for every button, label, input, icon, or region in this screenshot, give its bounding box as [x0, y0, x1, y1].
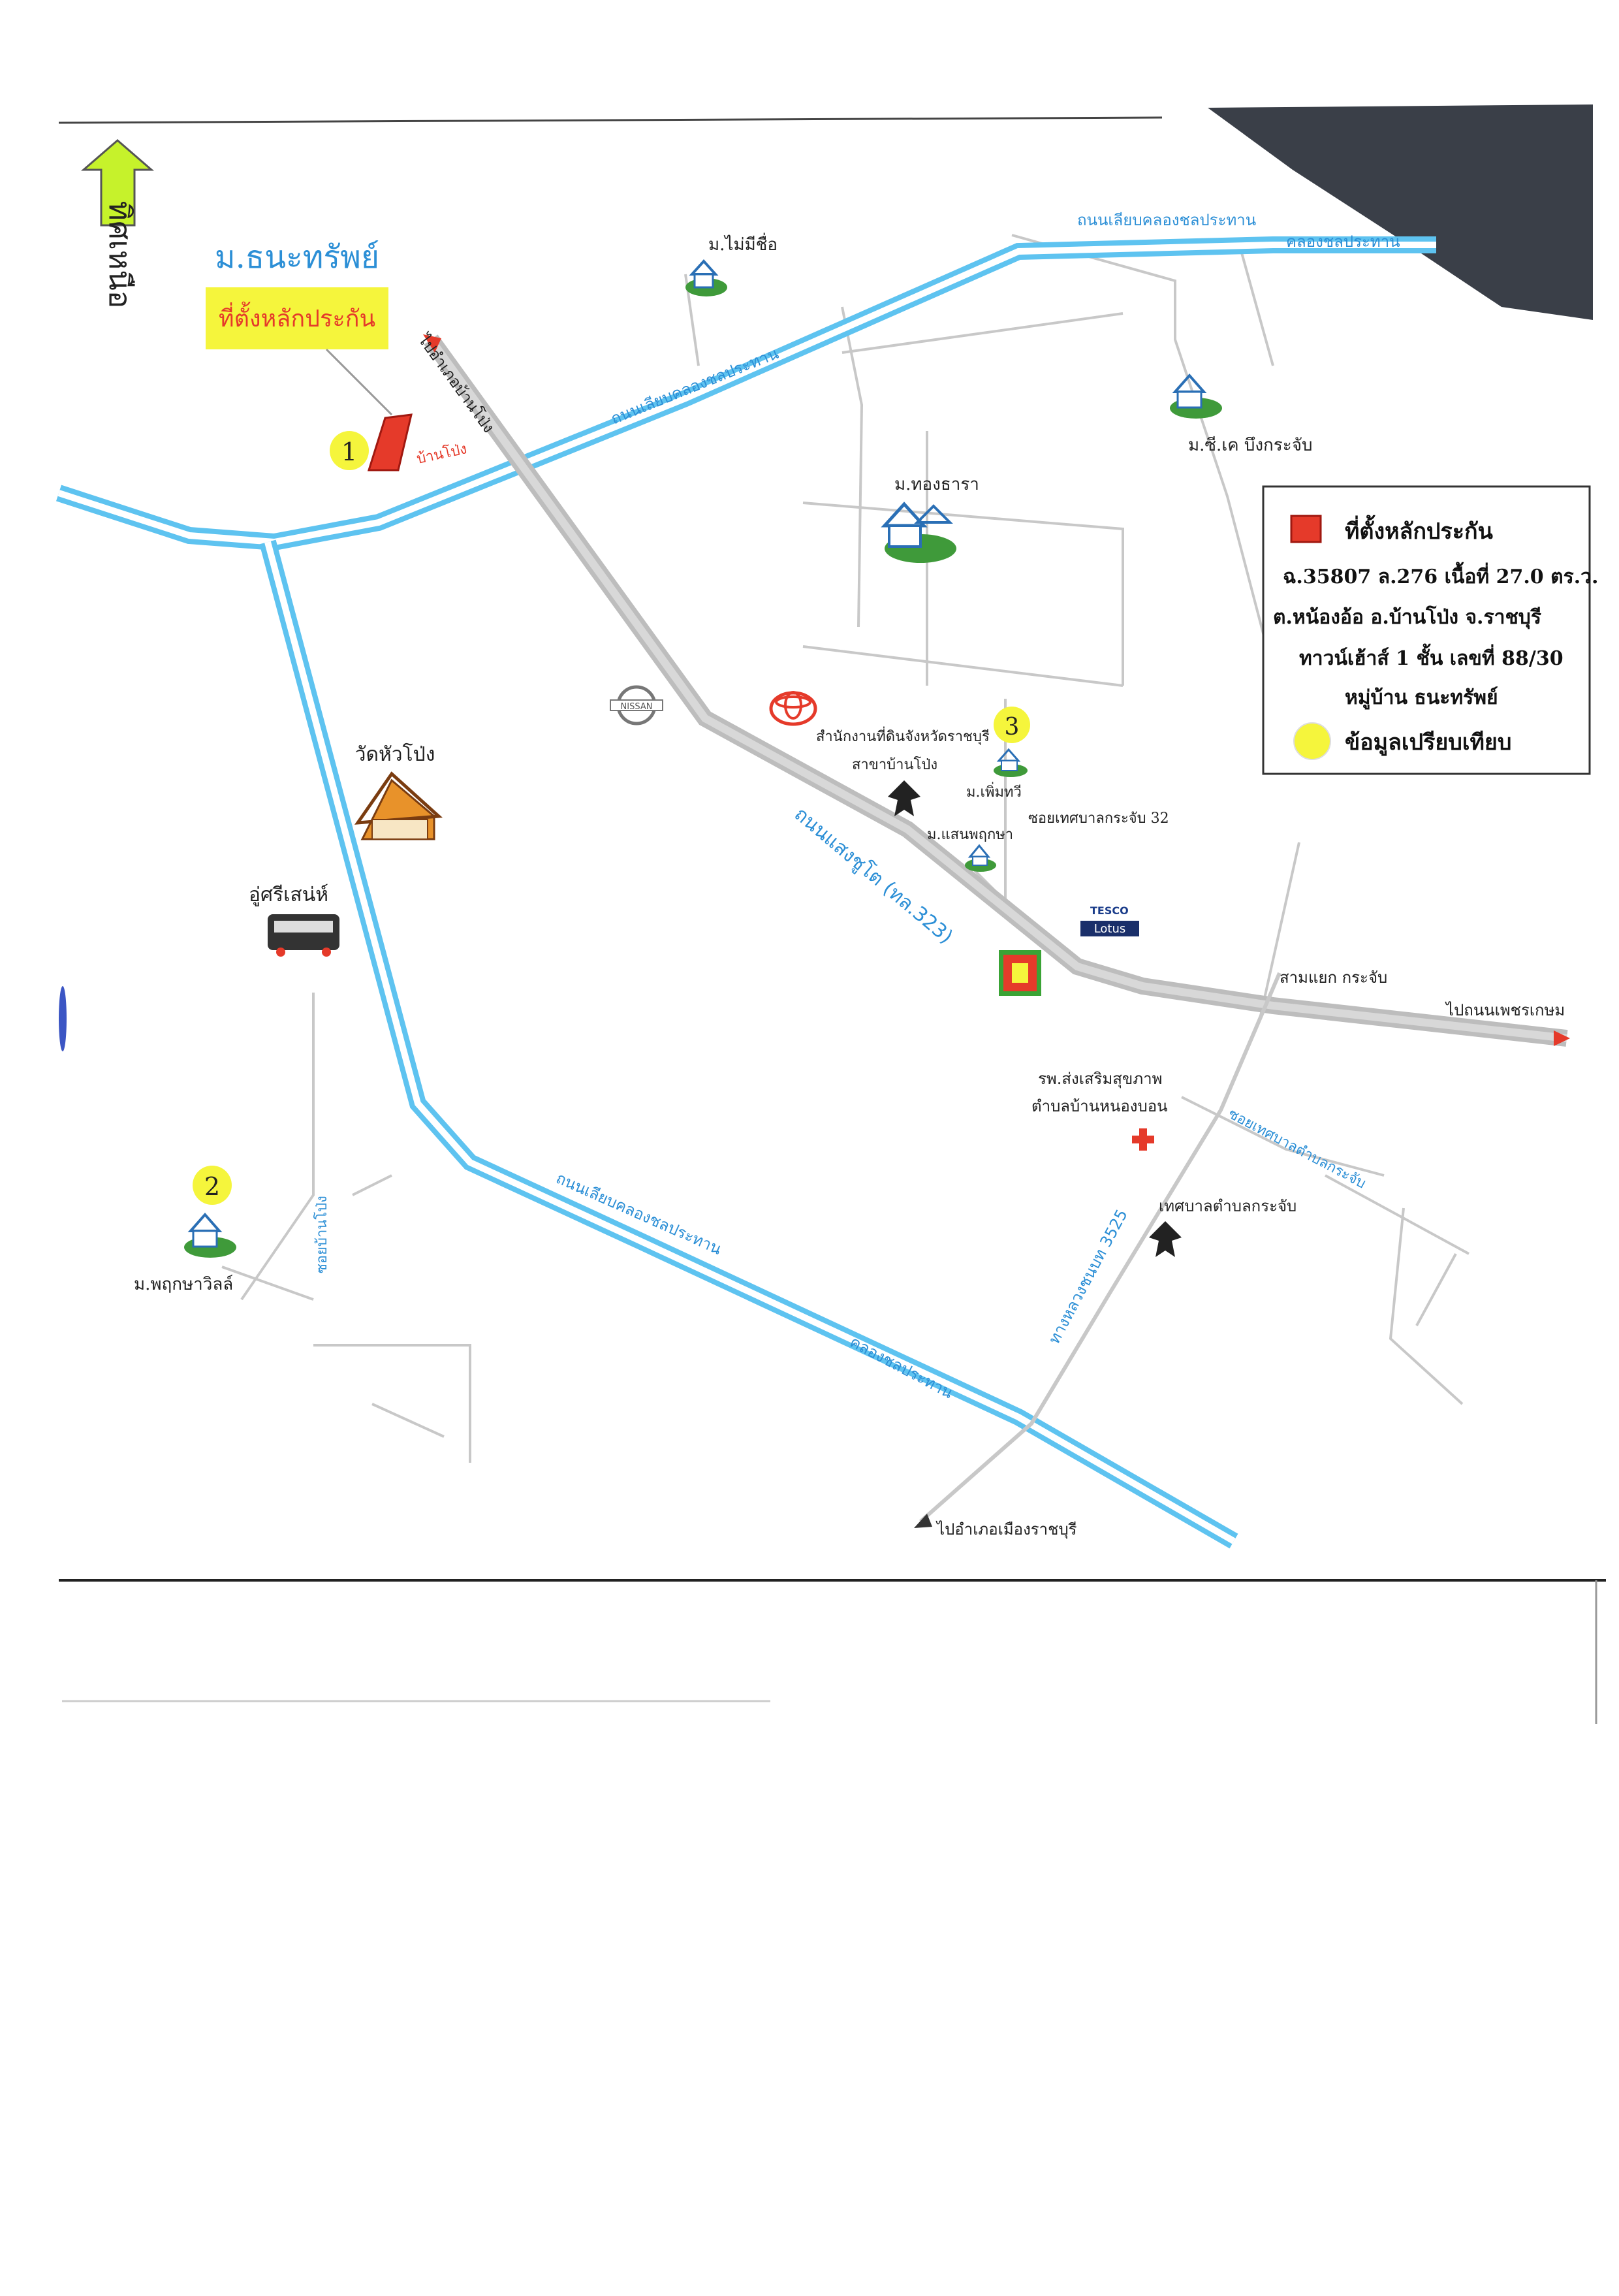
tesco-lotus-logo: TESCO Lotus: [1080, 904, 1139, 936]
village-icon-phoem-thawee: [994, 748, 1028, 777]
place-municipality: เทศบาลตำบลกระจับ: [1159, 1197, 1297, 1215]
road-label-right-diag: ซอยเทศบาลตำบลกระจับ: [1225, 1106, 1368, 1192]
road-label-canal-top-right: คลองชลประทาน: [1286, 232, 1400, 251]
road-label-left-vertical: ซอยบ้านโป่ง: [313, 1196, 330, 1273]
legend-line-4: หมู่บ้าน ธนะทรัพย์: [1345, 686, 1498, 710]
garuda-icon-land-office: [888, 780, 920, 816]
canals: [55, 236, 1436, 1549]
village-icon-phrukkha-villa: [184, 1212, 236, 1258]
village-icon-thong-thara: [881, 502, 956, 563]
callout-leader-line: [325, 348, 393, 416]
temple-icon: [354, 771, 443, 840]
direction-label-ban-pong: ไปอำเภอบ้านโป่ง: [414, 330, 498, 436]
village-title: ม.ธนะทรัพย์: [215, 239, 379, 276]
place-wat: วัดหัวโป่ง: [355, 742, 435, 766]
place-hospital-2: ตำบลบ้านหนองบอน: [1031, 1097, 1168, 1115]
legend-collateral-swatch: [1290, 515, 1322, 543]
place-saen-phrukkha: ม.แสนพฤกษา: [927, 827, 1013, 843]
nissan-logo: NISSAN: [610, 685, 663, 725]
tesco-text: TESCO: [1090, 904, 1129, 917]
collateral-callout-box: [206, 287, 388, 349]
garuda-icon-municipality: [1149, 1221, 1182, 1257]
north-label: ทิศเหนือ: [102, 201, 138, 309]
village-icon-saen-phrukkha: [965, 844, 996, 872]
place-land-office-2: สาขาบ้านโป่ง: [852, 756, 937, 773]
scan-artifact: [59, 986, 67, 1051]
nissan-text: NISSAN: [621, 702, 653, 712]
toyota-logo: [769, 691, 817, 726]
village-icon-cheek: [1170, 373, 1222, 419]
hospital-cross-icon: [1132, 1128, 1154, 1151]
legend-line-1: ฉ.35807 ล.276 เนื้อที่ 27.0 ตร.ว.: [1283, 562, 1598, 588]
place-cheek-bueng: ม.ซี.เค บึงกระจับ: [1188, 436, 1312, 455]
legend-line-3: ทาวน์เฮ้าส์ 1 ชั้น เลขที่ 88/30: [1299, 643, 1564, 670]
rural-road-3525: [919, 972, 1281, 1523]
road-label-highway: ถนนแสงชูโต (ทล.323): [790, 803, 958, 949]
marker-2: [193, 1166, 232, 1205]
legend: ที่ตั้งหลักประกัน ฉ.35807 ล.276 เนื้อที่…: [1262, 485, 1598, 775]
legend-line-2: ต.หน้องอ้อ อ.บ้านโป่ง จ.ราชบุรี: [1273, 605, 1541, 630]
arrow-east-icon: [1554, 1030, 1570, 1046]
place-hospital: รพ.ส่งเสริมสุขภาพ: [1038, 1070, 1162, 1089]
road-label-canal-bottom-2: คลองชลประทาน: [847, 1333, 956, 1403]
highway-323: [424, 334, 1568, 1047]
road-label-ban-pong: บ้านโป่ง: [415, 440, 469, 468]
marker-3-label: 3: [1005, 714, 1020, 741]
lotus-text: Lotus: [1094, 922, 1126, 936]
north-arrow-icon: [80, 139, 155, 227]
place-intersection: สามแยก กระจับ: [1280, 968, 1387, 987]
road-label-canal-top: ถนนเลียบคลองชลประทาน: [1077, 211, 1256, 229]
scan-shadow-corner: [1208, 104, 1593, 320]
marker-1-label: 1: [341, 438, 357, 466]
place-land-office: สำนักงานที่ดินจังหวัดราชบุรี: [816, 726, 990, 745]
place-garage: อู่ศรีเสน่ห์: [249, 884, 328, 906]
legend-comparison-swatch: [1293, 722, 1331, 760]
place-mai-mi-chue: ม.ไม่มีชื่อ: [708, 232, 778, 255]
place-phoem-thawee: ม.เพิ่มทวี: [966, 782, 1022, 801]
marker-1: [330, 431, 369, 470]
bus-icon: [268, 914, 339, 957]
collateral-callout-text: ที่ตั้งหลักประกัน: [219, 301, 375, 332]
place-phrukkha-villa: ม.พฤกษาวิลล์: [134, 1275, 233, 1294]
arrow-northwest-icon: [423, 334, 441, 353]
place-soi: ซอยเทศบาลกระจับ 32: [1028, 810, 1169, 827]
map-top-border: [58, 116, 1163, 124]
direction-label-phet-kasem: ไปถนนเพชรเกษม: [1445, 1001, 1565, 1019]
road-label-canal-left: ถนนเลียบคลองชลประทาน: [608, 344, 781, 428]
arrow-southwest-icon: [914, 1514, 932, 1528]
direction-label-ratchaburi: ไปอำเภอเมืองราชบุรี: [935, 1520, 1077, 1539]
marker-2-label: 2: [204, 1172, 220, 1201]
village-icon-mai-mi-chue: [685, 259, 727, 296]
marker-3: [994, 707, 1030, 743]
legend-title: ที่ตั้งหลักประกัน: [1345, 515, 1493, 545]
collateral-site: [367, 413, 413, 471]
store-logo: [999, 950, 1041, 996]
legend-comparison: ข้อมูลเปรียบเทียบ: [1345, 729, 1511, 756]
place-thong-thara: ม.ทองธารา: [894, 475, 979, 494]
